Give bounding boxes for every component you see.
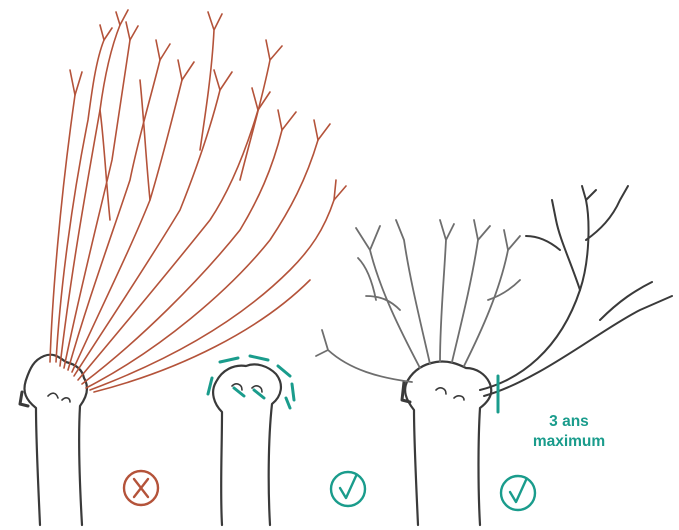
cross-in-circle-icon xyxy=(124,471,158,505)
overgrown-pollard-tree xyxy=(20,10,346,525)
tree3-three-year-branch xyxy=(480,186,672,396)
regrown-pollard-tree xyxy=(316,186,672,525)
note-line-2: maximum xyxy=(504,432,634,452)
check-in-circle-icon xyxy=(331,472,365,506)
tree3-branches xyxy=(316,220,520,382)
tree2-trunk xyxy=(213,364,281,525)
tree1-overgrown-branches xyxy=(50,10,346,392)
three-years-maximum-note: 3 ans maximum xyxy=(504,412,634,452)
tree3-trunk xyxy=(402,361,491,525)
freshly-cut-pollard-tree xyxy=(208,356,294,525)
check-in-circle-icon-2 xyxy=(501,476,535,510)
tree1-trunk xyxy=(20,355,87,525)
note-line-1: 3 ans xyxy=(504,412,634,432)
